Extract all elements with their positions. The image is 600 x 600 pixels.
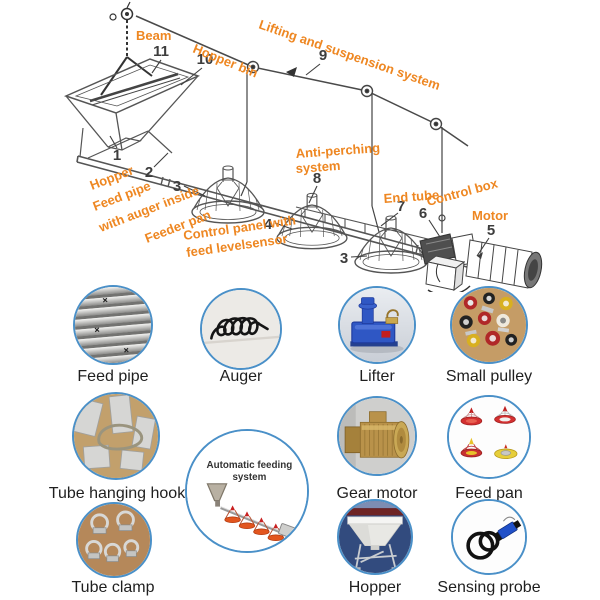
callout-3: 3 bbox=[173, 178, 181, 195]
part-photo-feed-pan bbox=[447, 395, 531, 479]
pulley-wheels bbox=[459, 292, 518, 348]
callout-7: 7 bbox=[397, 198, 405, 215]
part-label-tube-clamp: Tube clamp bbox=[71, 579, 155, 596]
part-photo-gear-motor bbox=[337, 396, 417, 476]
callout-5: 5 bbox=[487, 222, 495, 239]
number-callouts: 11 10 9 1 2 3 4 8 7 6 5 3 bbox=[109, 43, 495, 267]
cable-coil bbox=[466, 531, 495, 560]
part-photo-feed-pipe bbox=[73, 285, 153, 365]
wire-hook bbox=[97, 423, 144, 451]
pipe-stripes bbox=[75, 287, 151, 363]
clamps bbox=[85, 510, 140, 562]
feed-pan-samples bbox=[460, 405, 518, 459]
hanger-yoke bbox=[100, 56, 153, 96]
callout-2: 2 bbox=[145, 164, 153, 181]
center-circle-text-l2: system bbox=[232, 472, 266, 483]
part-label-gear-motor: Gear motor bbox=[336, 485, 418, 502]
feeder-pan-3 bbox=[354, 215, 428, 274]
part-label-hopper: Hopper bbox=[348, 579, 402, 596]
label-anti-perching-l1: Anti-perching bbox=[295, 140, 380, 161]
callout-9: 9 bbox=[319, 47, 327, 64]
probe-body bbox=[494, 520, 522, 541]
automatic-feeding-system-circle: Automatic feeding system bbox=[185, 429, 309, 553]
callout-6: 6 bbox=[419, 205, 427, 222]
callout-10: 10 bbox=[197, 51, 214, 68]
callout-3b: 3 bbox=[340, 250, 348, 267]
feeding-system-line-drawing: 11 10 9 1 2 3 4 8 7 6 5 3 Be bbox=[63, 1, 543, 292]
hopper-pulley bbox=[109, 1, 134, 21]
label-control-box: Control box bbox=[425, 175, 500, 209]
orange-labels: Beam Hopper bin Lifting and suspension s… bbox=[88, 17, 508, 260]
beam-bar bbox=[89, 72, 181, 106]
part-photo-small-pulley bbox=[450, 286, 528, 364]
callout-1: 1 bbox=[113, 147, 121, 164]
drive-unit-drawing bbox=[419, 233, 543, 292]
part-photo-auger bbox=[200, 288, 282, 370]
part-photo-sensing-probe bbox=[451, 499, 527, 575]
hopper-stand bbox=[354, 543, 397, 568]
part-label-tube-hanging-hook: Tube hanging hook bbox=[48, 485, 186, 502]
label-lifting-system: Lifting and suspension system bbox=[257, 17, 442, 93]
center-circle-text-l1: Automatic feeding bbox=[207, 460, 293, 471]
part-label-auger: Auger bbox=[219, 368, 263, 385]
label-end-tube: End tube bbox=[383, 187, 440, 206]
callout-8: 8 bbox=[313, 170, 321, 187]
part-photo-tube-clamp bbox=[76, 502, 152, 578]
callout-4: 4 bbox=[264, 216, 273, 233]
part-photo-tube-hanging-hook bbox=[72, 392, 160, 480]
part-label-feed-pipe: Feed pipe bbox=[77, 368, 149, 385]
callout-11: 11 bbox=[153, 43, 169, 60]
label-anti-perching-l2: system bbox=[295, 158, 341, 176]
part-label-small-pulley: Small pulley bbox=[445, 368, 533, 385]
mini-system-drawing bbox=[206, 483, 298, 542]
part-label-feed-pan: Feed pan bbox=[455, 485, 523, 502]
hopper-bin-drawing bbox=[63, 58, 201, 159]
part-label-sensing-probe: Sensing probe bbox=[437, 579, 541, 596]
cable-arrow bbox=[286, 67, 297, 77]
label-beam: Beam bbox=[136, 28, 171, 43]
part-photo-hopper bbox=[337, 499, 413, 575]
auger-coil bbox=[210, 316, 269, 340]
part-photo-lifter bbox=[338, 286, 416, 364]
part-label-lifter: Lifter bbox=[359, 368, 395, 385]
label-motor: Motor bbox=[472, 208, 508, 223]
drop-cables bbox=[240, 60, 446, 233]
feed-pipe-line bbox=[76, 155, 469, 268]
hook-plates bbox=[74, 394, 156, 472]
